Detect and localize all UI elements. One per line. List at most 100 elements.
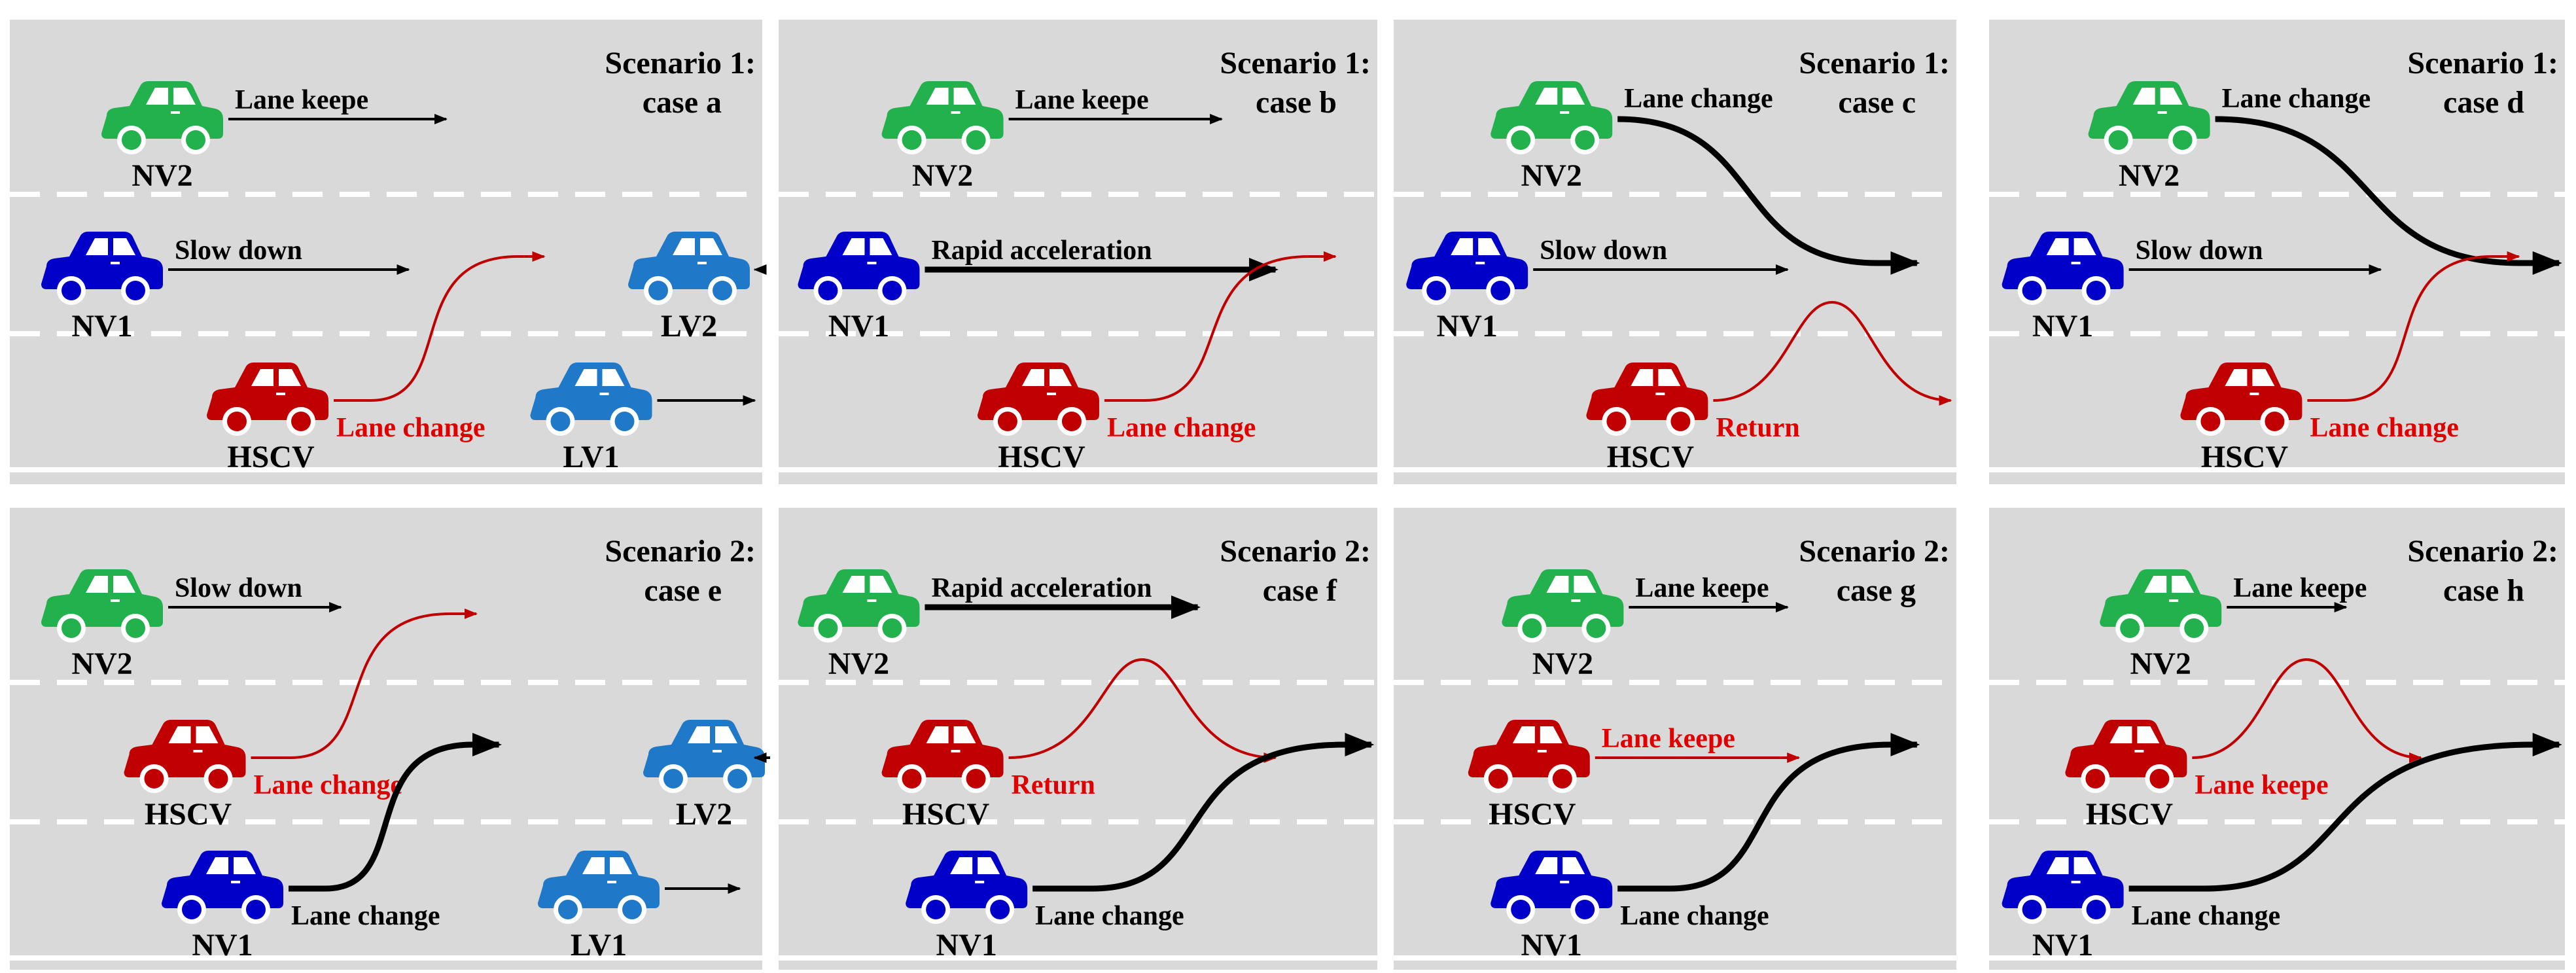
- hscv-car-icon: [2065, 720, 2187, 793]
- car-label: LV1: [563, 440, 619, 474]
- hscv-car-icon: [977, 363, 1099, 436]
- scenario-title: Scenario 2:: [1799, 534, 1950, 569]
- road-edge-top: [1989, 14, 2565, 20]
- lv-car-icon: [530, 363, 652, 436]
- trajectory-arrow: [1008, 658, 1277, 763]
- scenario-title: Scenario 1:: [1799, 46, 1950, 80]
- scenario-title: Scenario 2:: [2407, 534, 2558, 569]
- action-label: Slow down: [175, 573, 302, 603]
- action-label: Lane change: [2222, 84, 2371, 114]
- road-edge-top: [1989, 503, 2565, 508]
- car-label: NV1: [71, 309, 132, 344]
- hscv-car-icon: [124, 720, 246, 793]
- car-label: LV2: [661, 309, 717, 344]
- action-label: Lane change: [1035, 901, 1184, 931]
- hscv-car-icon: [1586, 363, 1708, 436]
- nv2-car-icon: [101, 81, 223, 154]
- trajectory-arrow: [334, 251, 546, 402]
- road-edge-bottom: [10, 955, 762, 961]
- case-title: case c: [1838, 85, 1916, 120]
- road-edge-top: [10, 503, 762, 508]
- nv2-car-icon: [41, 569, 163, 643]
- case-title: case b: [1256, 85, 1337, 120]
- road-edge-top: [10, 14, 762, 20]
- road-edge-bottom: [779, 467, 1377, 472]
- action-label: Slow down: [2136, 236, 2263, 266]
- road-edge-bottom: [10, 467, 762, 472]
- scenario-title: Scenario 2:: [1220, 534, 1371, 569]
- car-label: NV1: [2032, 928, 2093, 963]
- car-label: NV1: [828, 309, 889, 344]
- car-label: NV1: [192, 928, 253, 963]
- case-title: case d: [2443, 85, 2524, 120]
- action-label: Lane change: [336, 413, 485, 443]
- action-label: Lane change: [254, 770, 403, 800]
- trajectory-arrow: [1713, 300, 1952, 406]
- car-label: NV2: [2119, 158, 2179, 193]
- car-label: NV2: [132, 158, 192, 193]
- nv-car-icon: [906, 851, 1028, 924]
- road-edge-top: [1394, 503, 1956, 508]
- action-label: Return: [1012, 770, 1095, 800]
- road-edge-bottom: [779, 955, 1377, 961]
- case-title: case f: [1263, 573, 1337, 608]
- road-edge-bottom: [1989, 955, 2565, 961]
- car-label: NV2: [1532, 646, 1593, 681]
- trajectory-arrow: [251, 609, 478, 759]
- road-edge-top: [1394, 14, 1956, 20]
- hscv-car-icon: [207, 363, 328, 436]
- car-label: LV2: [676, 797, 732, 832]
- car-label: NV1: [1521, 928, 1582, 963]
- car-label: HSCV: [2201, 440, 2289, 474]
- nv-car-icon: [2002, 851, 2124, 924]
- car-label: NV2: [71, 646, 132, 681]
- car-label: HSCV: [227, 440, 315, 474]
- car-label: HSCV: [1607, 440, 1695, 474]
- lv-car-icon: [643, 720, 765, 793]
- action-label: Return: [1716, 413, 1799, 443]
- nv2-car-icon: [2100, 569, 2222, 643]
- action-label: Lane change: [2132, 901, 2281, 931]
- trajectory-arrow: [2128, 733, 2562, 892]
- case-title: case g: [1837, 573, 1916, 608]
- trajectory-arrow: [1032, 733, 1375, 892]
- action-label: Lane change: [1620, 901, 1769, 931]
- road-edge-bottom: [1394, 467, 1956, 472]
- nv-car-icon: [1406, 232, 1528, 305]
- trajectory-arrow: [289, 733, 502, 892]
- nv2-car-icon: [1502, 569, 1624, 643]
- car-label: NV1: [2032, 309, 2093, 344]
- action-label: Lane keepe: [2233, 573, 2367, 603]
- car-label: HSCV: [902, 797, 990, 832]
- hscv-car-icon: [2180, 363, 2303, 436]
- car-label: NV2: [1521, 158, 1582, 193]
- trajectory-arrow: [2192, 658, 2422, 763]
- nv-car-icon: [41, 232, 163, 305]
- car-label: NV1: [936, 928, 997, 963]
- road-background: [1394, 503, 1956, 972]
- action-label: Lane change: [1624, 84, 1773, 114]
- nv2-car-icon: [881, 81, 1004, 154]
- nv-car-icon: [2002, 232, 2124, 305]
- nv2-car-icon: [1491, 81, 1613, 154]
- hscv-car-icon: [1468, 720, 1590, 793]
- trajectory-arrow: [1617, 733, 1920, 892]
- nv2-car-icon: [2088, 81, 2210, 154]
- action-label: Lane change: [291, 901, 440, 931]
- action-label: Lane keepe: [235, 85, 368, 115]
- action-label: Lane keepe: [2195, 770, 2328, 800]
- action-label: Slow down: [175, 236, 302, 266]
- action-label: Lane keepe: [1015, 85, 1149, 115]
- car-label: NV1: [1437, 309, 1498, 344]
- nv-car-icon: [162, 851, 283, 924]
- road-edge-bottom: [1989, 467, 2565, 472]
- car-label: NV2: [912, 158, 973, 193]
- case-title: case a: [643, 85, 722, 120]
